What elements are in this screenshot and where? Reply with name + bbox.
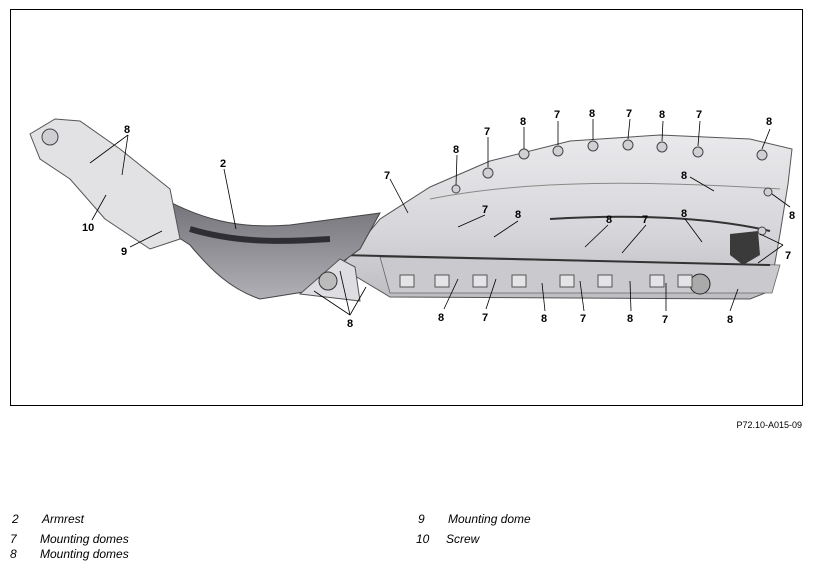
- mounting-dome: [482, 167, 494, 179]
- callout-8: 8: [766, 116, 772, 128]
- callout-10: 10: [82, 222, 94, 234]
- speaker-mount: [689, 273, 711, 295]
- legend-text: Armrest: [42, 512, 84, 526]
- callout-8: 8: [124, 124, 130, 136]
- callout-8: 8: [789, 210, 795, 222]
- mounting-dome: [763, 187, 773, 197]
- leader-lines: [89, 118, 791, 316]
- callout-7: 7: [384, 170, 390, 182]
- callout-8: 8: [659, 109, 665, 121]
- callout-8: 8: [347, 318, 353, 330]
- mounting-dome: [518, 148, 530, 160]
- callout-labels: 2 8 10 9 7 8 7 8 7 8 7 8 7 8 8 7 8 8 7 8…: [82, 108, 795, 330]
- clip: [399, 274, 415, 288]
- callout-8: 8: [606, 214, 612, 226]
- callout-8: 8: [627, 313, 633, 325]
- front-bracket-mount: [41, 128, 59, 146]
- legend-item: 9 Mounting dome: [418, 512, 618, 528]
- mounting-dome: [552, 145, 564, 157]
- callout-8: 8: [520, 116, 526, 128]
- legend-number: 7: [10, 532, 17, 546]
- legend-item: 7 Mounting domes: [10, 532, 210, 548]
- armrest-shape: [189, 226, 331, 244]
- mounting-dome: [757, 226, 767, 236]
- callout-7: 7: [580, 313, 586, 325]
- mounting-dome: [756, 149, 768, 161]
- lower-clip-group: [399, 274, 693, 288]
- callout-8: 8: [515, 209, 521, 221]
- legend-item: 2 Armrest: [12, 512, 212, 528]
- callout-8: 8: [453, 144, 459, 156]
- callout-7: 7: [482, 204, 488, 216]
- clip: [511, 274, 527, 288]
- panel-trim-line: [549, 215, 771, 232]
- callout-7: 7: [642, 214, 648, 226]
- callout-8: 8: [681, 208, 687, 220]
- clip: [649, 274, 665, 288]
- callout-8: 8: [589, 108, 595, 120]
- panel-trim-line: [429, 182, 781, 200]
- mounting-dome: [622, 139, 634, 151]
- panel-trim-line: [339, 254, 771, 266]
- legend-number: 10: [416, 532, 430, 546]
- callout-8: 8: [681, 170, 687, 182]
- callout-7: 7: [696, 109, 702, 121]
- callout-9: 9: [121, 246, 127, 258]
- speaker-mount: [318, 271, 338, 291]
- clip: [677, 274, 693, 288]
- speaker-opening: [730, 231, 760, 265]
- legend-text: Mounting dome: [448, 512, 531, 526]
- mounting-dome: [451, 184, 461, 194]
- callout-7: 7: [554, 109, 560, 121]
- callout-7: 7: [785, 250, 791, 262]
- callout-7: 7: [484, 126, 490, 138]
- mounting-dome: [692, 146, 704, 158]
- mounting-dome-group: [451, 139, 773, 236]
- callout-8: 8: [438, 312, 444, 324]
- clip: [597, 274, 613, 288]
- legend-text: Mounting domes: [40, 532, 129, 546]
- callout-7: 7: [482, 312, 488, 324]
- legend-number: 2: [12, 512, 19, 526]
- legend-number: 9: [418, 512, 425, 526]
- legend-text: Screw: [446, 532, 480, 546]
- callout-8: 8: [541, 313, 547, 325]
- callout-8: 8: [727, 314, 733, 326]
- clip: [434, 274, 450, 288]
- mounting-dome: [656, 141, 668, 153]
- legend-item: 10 Screw: [416, 532, 616, 548]
- clip: [559, 274, 575, 288]
- legend-item: 8 Mounting domes: [10, 547, 210, 563]
- callout-2: 2: [220, 158, 226, 170]
- callout-7: 7: [662, 314, 668, 326]
- figure-id: P72.10-A015-09: [736, 420, 802, 430]
- front-bracket: [29, 118, 181, 250]
- legend-text: Mounting domes: [40, 547, 129, 561]
- clip: [472, 274, 488, 288]
- mounting-dome: [587, 140, 599, 152]
- legend-number: 8: [10, 547, 17, 561]
- door-panel-diagram: 2 8 10 9 7 8 7 8 7 8 7 8 7 8 8 7 8 8 7 8…: [29, 108, 795, 330]
- armrest-shape: [149, 190, 381, 300]
- callout-7: 7: [626, 108, 632, 120]
